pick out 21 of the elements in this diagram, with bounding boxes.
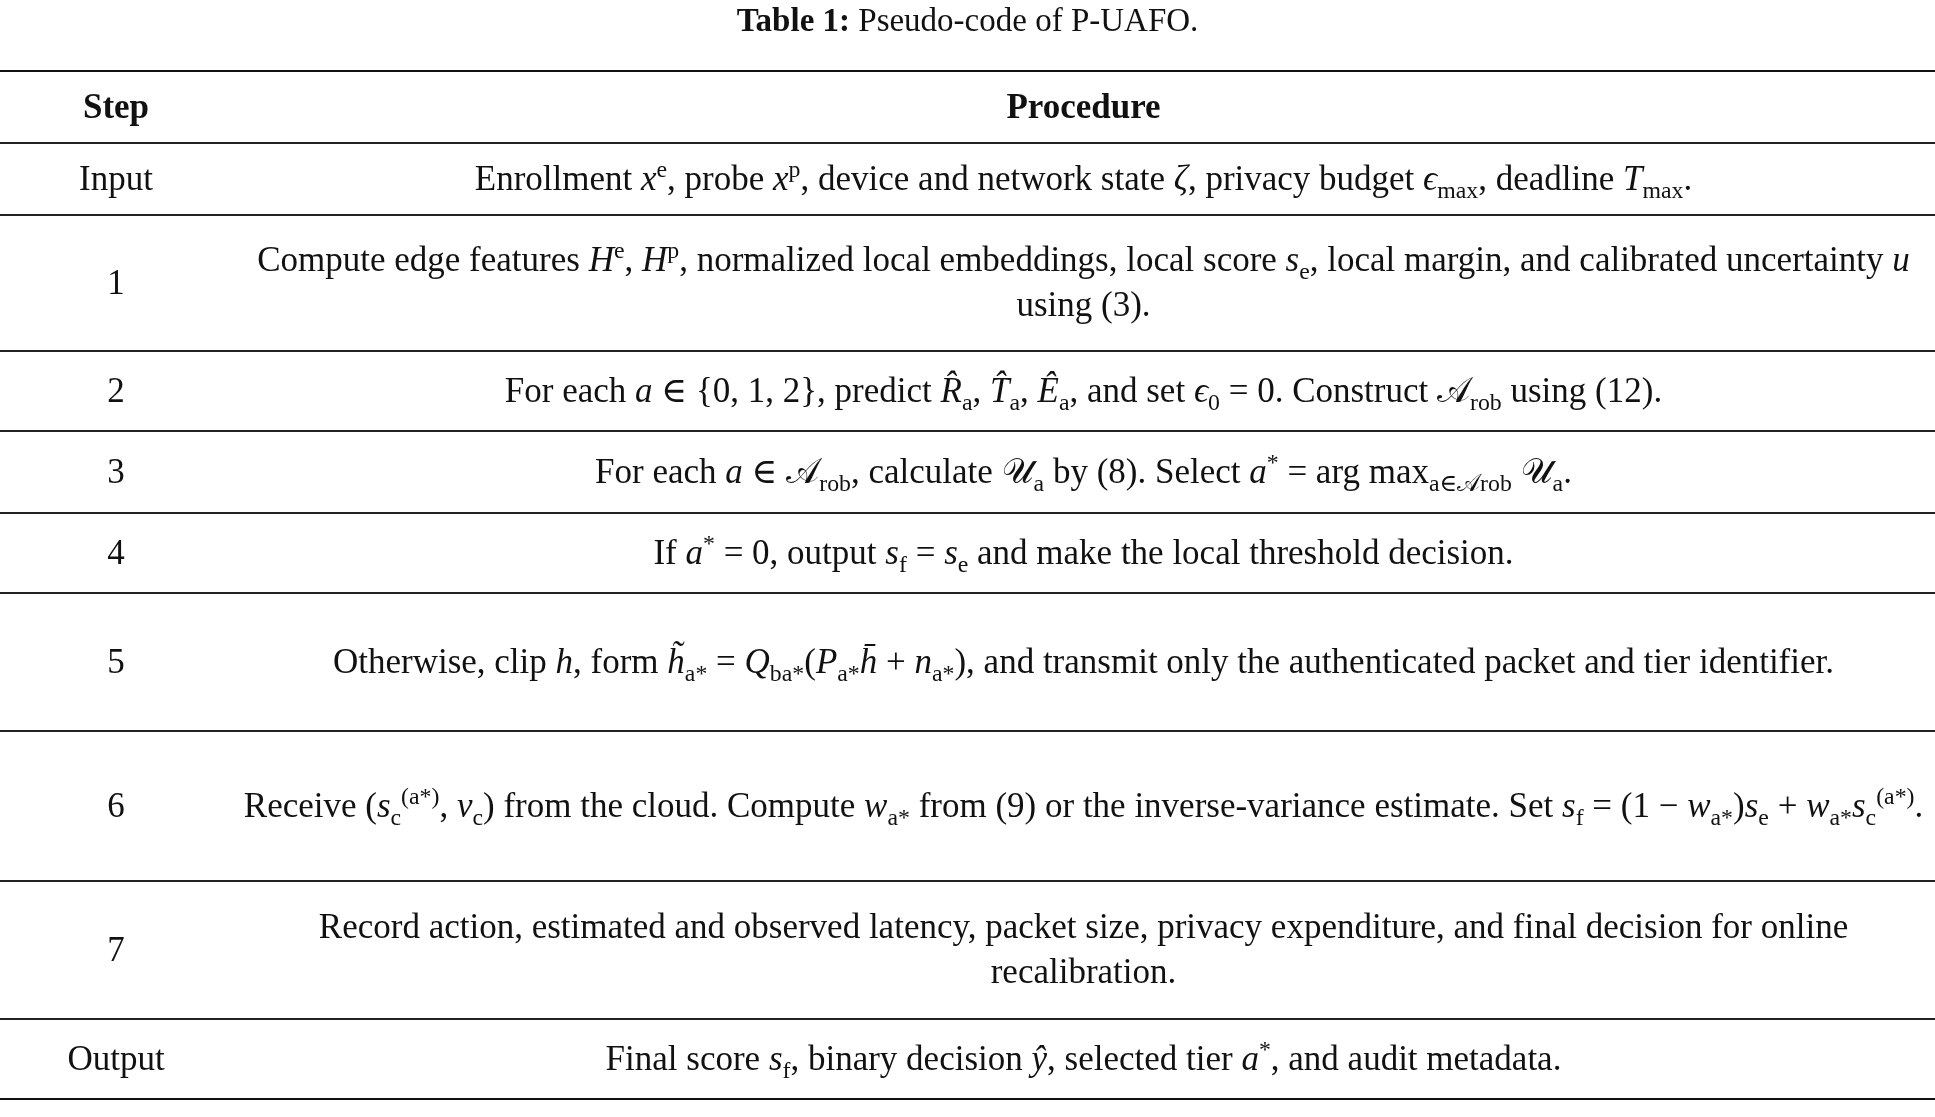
column-header: Step (82, 85, 150, 128)
step-label: 6 (107, 784, 125, 827)
step-label: Input (79, 157, 153, 200)
procedure-text: Otherwise, clip h, form h̃$_{a*}$ = Q$_{ba*}$(P$_{a*}$h̄ + n$_{a*}$), and transmit only the authenticated packet and tier identifier. (333, 640, 1834, 685)
step-label: 4 (107, 531, 125, 574)
procedure-text: Receive (s$_{c}$$^{(a*)}$, v$_{c}$) from the cloud. Compute w$_{a*}$ from (9) or the inverse-variance estimate. Set s$_{f}$ = (1 − w$_{a*}$)s$_{e}$ + w$_{a*}$s$_{c}$$^{(a*)}$. (243, 783, 1924, 829)
procedure-text: Final score s$_{f}$, binary decision ŷ, selected tier a$^{*}$, and audit metadata. (605, 1036, 1562, 1082)
procedure-text: Compute edge features H$^{e}$, H$^{p}$, normalized local embeddings, local score s$_{e}$, local margin, and calibrated uncertainty u using (3). (256, 238, 1911, 326)
column-header: Procedure (1006, 85, 1161, 128)
step-label: 2 (107, 369, 125, 412)
table-title: Table 1: Pseudo-code of P-UAFO. (736, 1, 1199, 40)
procedure-text: For each a∈ 𝒜$_{rob}$, calculate 𝒰$_{a}$ by (8). Select a$^{*}$ = arg max$_{a∈𝒜rob}$ 𝒰$_{a}$. (595, 449, 1572, 495)
step-label: 3 (107, 450, 125, 493)
procedure-text: Record action, estimated and observed latency, packet size, privacy expenditure, and final decision for online recalibration. (317, 906, 1850, 993)
procedure-text: If a$^{*}$ = 0, output s$_{f}$ = s$_{e}$ and make the local threshold decision. (653, 530, 1514, 576)
step-label: 5 (107, 640, 125, 683)
procedure-text: Enrollment x$^{e}$, probe x$^{p}$, device and network state ζ, privacy budget ϵ$_{max}$, deadline T$_{max}$. (474, 156, 1693, 202)
step-label: 7 (107, 928, 125, 971)
procedure-text: For each a ∈ {0, 1, 2}, predict R̂$_{a}$, T̂$_{a}$, Ê$_{a}$, and set ϵ$_{0}$ = 0. Construct 𝒜$_{rob}$ using (12). (504, 369, 1663, 414)
step-label: Output (67, 1037, 165, 1080)
step-label: 1 (107, 261, 125, 304)
